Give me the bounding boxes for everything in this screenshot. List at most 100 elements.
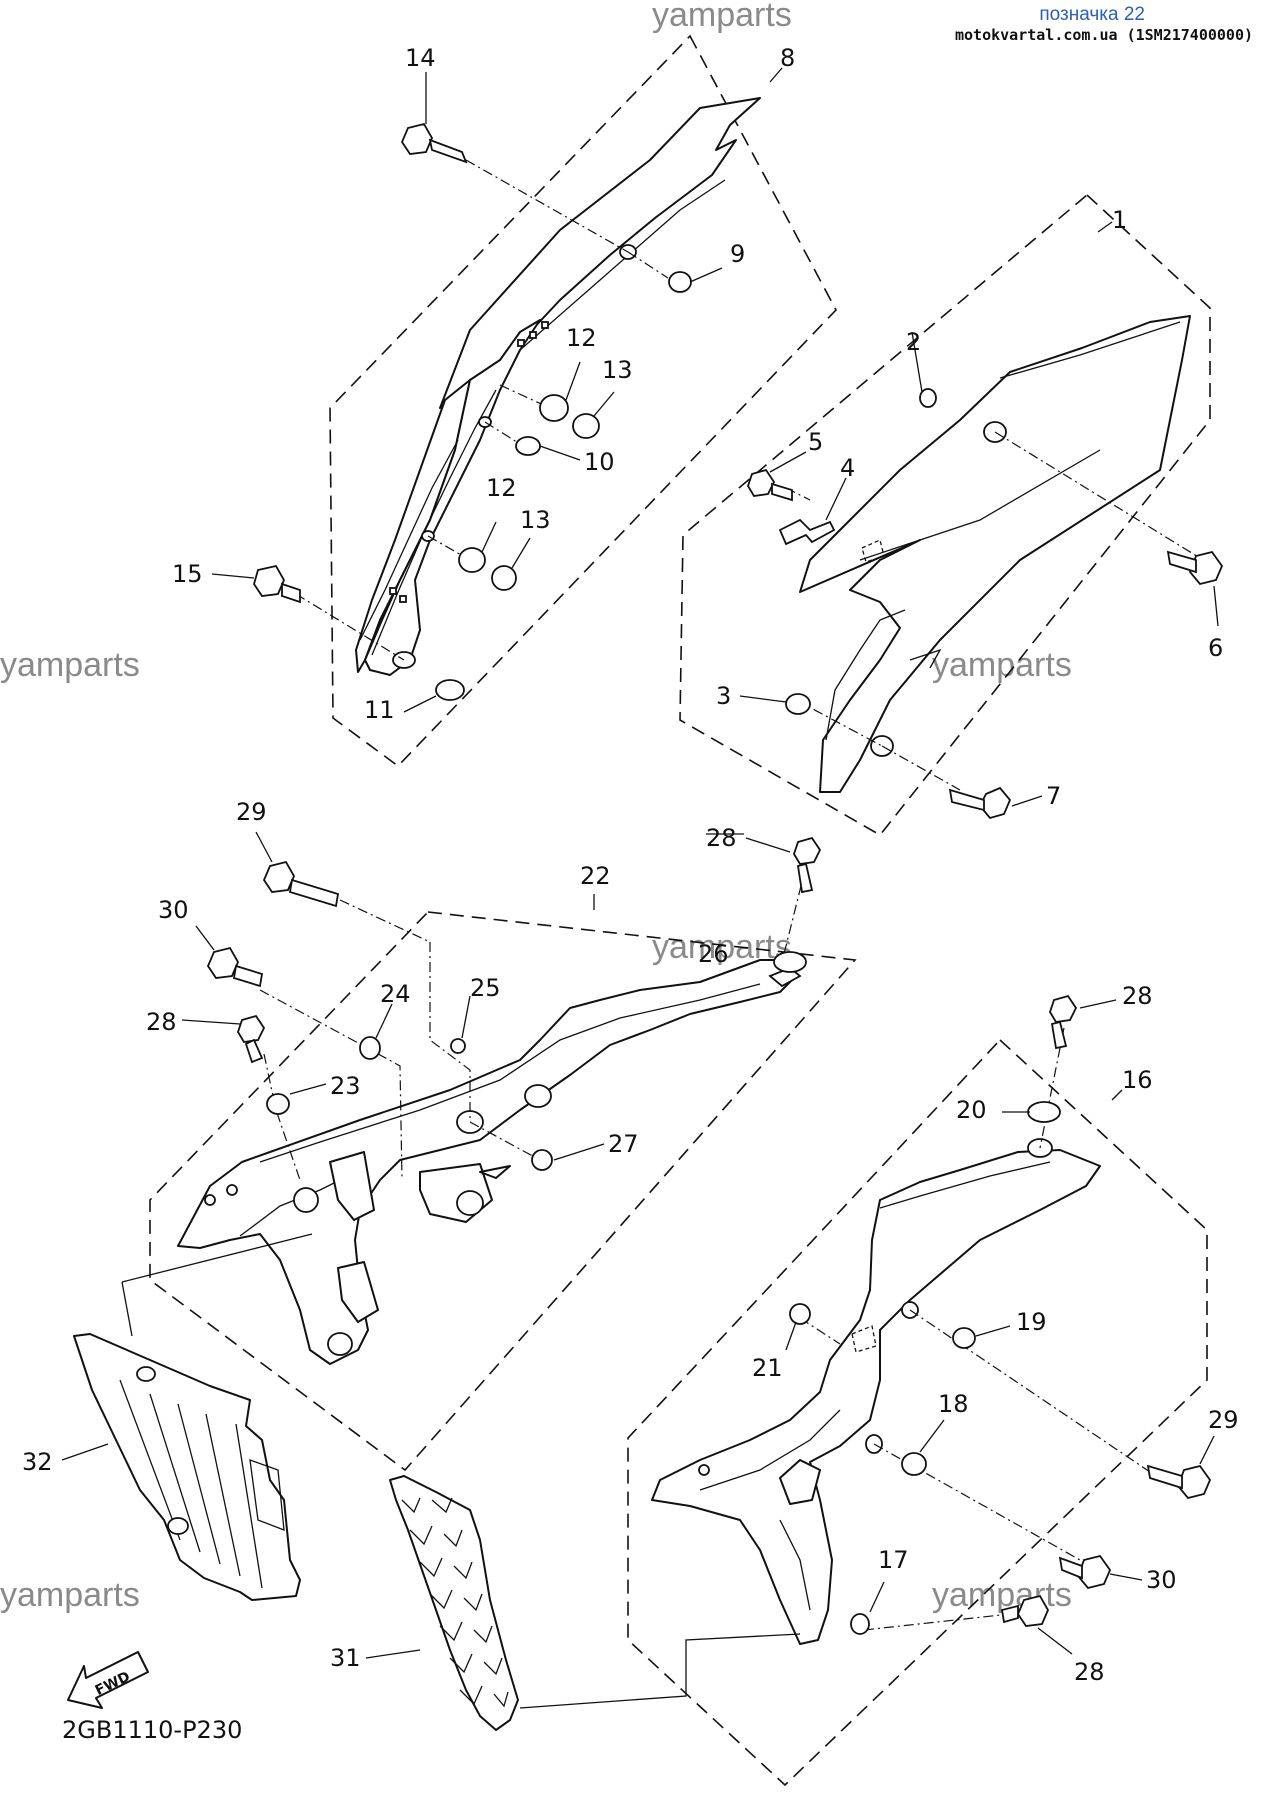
callout-13a: 13 <box>602 356 633 384</box>
leader-11 <box>403 695 437 713</box>
radiator-louver-part-31 <box>389 1475 519 1731</box>
grommet-17 <box>850 1613 870 1635</box>
callout-28b: 28 <box>706 824 737 852</box>
callout-31: 31 <box>330 1644 361 1672</box>
leader-18 <box>919 1419 945 1453</box>
callout-14: 14 <box>405 44 436 72</box>
axis-line-3 <box>795 699 883 747</box>
group-outline-8 <box>329 34 837 768</box>
leader-23 <box>289 1083 327 1095</box>
watermark-left-1: yamparts <box>0 646 140 684</box>
callout-28c: 28 <box>1122 982 1153 1010</box>
callout-11: 11 <box>364 696 395 724</box>
leader-3 <box>739 695 787 703</box>
bolt-5 <box>747 468 793 502</box>
callout-6: 6 <box>1208 634 1223 662</box>
bolt-29-upper <box>262 860 340 908</box>
leader-19 <box>975 1325 1011 1337</box>
callout-24: 24 <box>380 980 411 1008</box>
leader-24 <box>375 1003 393 1039</box>
callout-3: 3 <box>716 682 731 710</box>
callout-21: 21 <box>752 1354 783 1382</box>
guide-line-31 <box>519 1633 801 1709</box>
washer-10 <box>515 436 541 456</box>
axis-line-28a <box>263 1053 301 1181</box>
axis-line-27 <box>469 1121 541 1161</box>
bolt-30-lower <box>1058 1554 1112 1590</box>
leader-30a <box>195 925 215 951</box>
callout-32: 32 <box>22 1448 53 1476</box>
collar-23 <box>266 1093 290 1115</box>
leader-32 <box>61 1443 109 1461</box>
leader-8 <box>769 67 783 83</box>
leader-12b <box>481 521 497 553</box>
grommet-9 <box>668 271 692 293</box>
callout-7: 7 <box>1046 782 1061 810</box>
bolt-15 <box>253 564 301 604</box>
callout-18: 18 <box>938 1390 969 1418</box>
fwd-arrow-icon: FWD <box>67 1651 149 1709</box>
callout-12b: 12 <box>486 474 517 502</box>
callout-25: 25 <box>470 974 501 1002</box>
callout-13b: 13 <box>520 506 551 534</box>
callout-1: 1 <box>1112 206 1127 234</box>
leader-1 <box>1097 221 1113 233</box>
grommet-3 <box>785 693 811 715</box>
callout-16: 16 <box>1122 1066 1153 1094</box>
bolt-14 <box>400 122 468 164</box>
leader-6 <box>1213 585 1219 627</box>
watermark-right-2: yamparts <box>932 1576 1072 1614</box>
shroud-part-8 <box>355 97 761 676</box>
axis-line-7 <box>881 745 961 791</box>
group-outline-16 <box>627 1038 1208 1787</box>
bolt-28-left <box>237 1014 266 1064</box>
bolt-6 <box>1166 550 1224 586</box>
callout-15: 15 <box>172 560 203 588</box>
callout-27: 27 <box>608 1130 639 1158</box>
axis-line-15 <box>295 593 405 661</box>
leader-12a <box>565 361 581 401</box>
axis-line-14 <box>465 159 629 253</box>
leader-5 <box>769 451 807 473</box>
callout-17: 17 <box>878 1546 909 1574</box>
bolt-29-lower <box>1146 1464 1212 1500</box>
collar-19 <box>952 1327 976 1349</box>
leader-7 <box>1011 795 1043 807</box>
axis-line-9 <box>627 251 669 279</box>
callout-2: 2 <box>906 328 921 356</box>
leader-15 <box>211 573 255 579</box>
leader-4 <box>825 477 847 521</box>
header-subtitle: motokvartal.com.ua (1SM217400000) <box>954 26 1253 44</box>
guide-line-32b <box>121 1281 133 1337</box>
bolt-28-right-top <box>1049 994 1078 1050</box>
axis-line-25 <box>429 942 471 1122</box>
callout-19: 19 <box>1016 1308 1047 1336</box>
leader-31 <box>365 1649 421 1659</box>
grommet-27 <box>531 1149 553 1171</box>
bolt-7 <box>948 786 1012 820</box>
axis-line-6 <box>994 431 1201 559</box>
cap-13a <box>572 413 600 439</box>
callout-5: 5 <box>808 428 823 456</box>
leader-9 <box>689 267 723 283</box>
bolt-30-upper <box>206 946 264 988</box>
leader-13b <box>511 537 531 569</box>
washer-20 <box>1027 1101 1061 1123</box>
bolt-28-right-bottom <box>1000 1594 1050 1627</box>
leader-21 <box>785 1321 797 1351</box>
nut-2 <box>919 388 937 408</box>
callout-20: 20 <box>956 1096 987 1124</box>
callout-10: 10 <box>584 448 615 476</box>
callout-8: 8 <box>780 44 795 72</box>
lower-cover-part-16 <box>651 1138 1101 1645</box>
axis-line-29a <box>339 899 431 943</box>
callout-28d: 28 <box>1074 1658 1105 1686</box>
radiator-cover-part-32 <box>73 1333 301 1601</box>
diagram-code: 2GB1110-P230 <box>62 1716 243 1744</box>
callout-9: 9 <box>730 240 745 268</box>
callout-12a: 12 <box>566 324 597 352</box>
leader-27 <box>553 1143 605 1161</box>
leader-30b <box>1109 1573 1143 1581</box>
leader-29a <box>255 831 273 863</box>
washer-26 <box>773 951 807 973</box>
